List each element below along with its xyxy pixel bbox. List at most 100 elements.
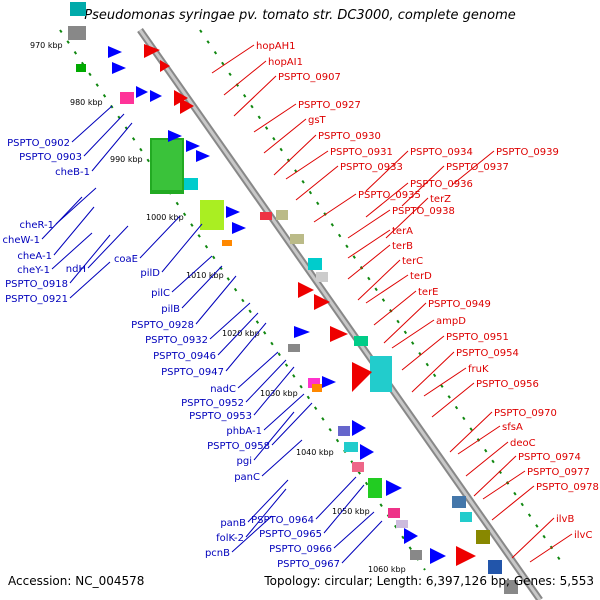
gene-label[interactable]: PSPTO_0947 <box>161 367 224 378</box>
gene-label[interactable]: terA <box>392 226 413 237</box>
gene-label[interactable]: cheR-1 <box>19 220 54 231</box>
leader-line <box>223 60 267 96</box>
gene-block <box>354 336 368 346</box>
gene-label[interactable]: coaE <box>114 254 138 265</box>
gene-label[interactable]: PSPTO_0970 <box>494 408 557 419</box>
gene-label[interactable]: PSPTO_0928 <box>131 320 194 331</box>
gene-label[interactable]: PSPTO_0921 <box>5 294 68 305</box>
gene-label[interactable]: terZ <box>430 194 451 205</box>
gene-label[interactable]: PSPTO_0936 <box>410 179 473 190</box>
gene-arrow <box>352 420 366 436</box>
gene-label[interactable]: terD <box>410 271 432 282</box>
gene-label[interactable]: sfsA <box>502 422 523 433</box>
leader-line <box>161 223 203 273</box>
gene-block <box>288 344 300 352</box>
gene-label[interactable]: PSPTO_0964 <box>251 515 314 526</box>
gene-label[interactable]: PSPTO_0967 <box>277 559 340 570</box>
gene-label[interactable]: fruK <box>468 364 489 375</box>
gene-label[interactable]: PSPTO_0927 <box>298 100 361 111</box>
gene-label[interactable]: deoC <box>510 438 536 449</box>
leader-line <box>465 441 509 477</box>
gene-label[interactable]: PSPTO_0965 <box>259 529 322 540</box>
gene-label[interactable]: ampD <box>436 316 466 327</box>
gene-label[interactable]: PSPTO_0918 <box>5 279 68 290</box>
gene-label[interactable]: ndH <box>66 264 86 275</box>
gene-label[interactable]: gsT <box>308 115 327 126</box>
gene-label[interactable]: PSPTO_0954 <box>456 348 519 359</box>
leader-line <box>261 439 303 477</box>
gene-label[interactable]: PSPTO_0930 <box>318 131 381 142</box>
gene-label[interactable]: PSPTO_0903 <box>19 152 82 163</box>
gene-arrow <box>136 86 148 98</box>
gene-block <box>260 212 272 220</box>
gene-arrow <box>330 326 348 342</box>
leader-line <box>347 244 391 280</box>
gene-label[interactable]: pcnB <box>205 548 230 559</box>
gene-label[interactable]: PSPTO_0902 <box>7 138 70 149</box>
leader-line <box>245 488 287 538</box>
leader-line <box>383 302 427 344</box>
gene-label[interactable]: PSPTO_0951 <box>446 332 509 343</box>
leader-line <box>411 351 455 393</box>
gene-label[interactable]: PSPTO_0949 <box>428 299 491 310</box>
gene-label[interactable]: hopAH1 <box>256 41 296 52</box>
leader-line <box>473 455 517 497</box>
gene-label[interactable]: ilvB <box>556 514 574 525</box>
gene-label[interactable]: folK-2 <box>216 533 244 544</box>
gene-label[interactable]: PSPTO_0953 <box>189 411 252 422</box>
gene-block <box>338 426 350 436</box>
gene-label[interactable]: pilB <box>161 304 180 315</box>
gene-arrow <box>226 206 240 218</box>
leader-line <box>457 425 501 455</box>
gene-label[interactable]: PSPTO_0952 <box>181 398 244 409</box>
gene-label[interactable]: PSPTO_0931 <box>330 147 393 158</box>
gene-block <box>222 240 232 246</box>
gene-label[interactable]: nadC <box>210 384 236 395</box>
leader-line <box>253 411 295 461</box>
gene-label[interactable]: pilC <box>151 288 170 299</box>
gene-label[interactable]: panB <box>220 518 246 529</box>
gene-block <box>70 2 86 16</box>
leader-line <box>253 103 297 133</box>
gene-label[interactable]: terC <box>402 256 423 267</box>
gene-label[interactable]: PSPTO_0932 <box>145 335 208 346</box>
gene-label[interactable]: PSPTO_0938 <box>392 206 455 217</box>
gene-block <box>368 478 382 498</box>
gene-arrow <box>352 362 372 392</box>
gene-label[interactable]: PSPTO_0933 <box>340 162 403 173</box>
gene-label[interactable]: panC <box>234 472 260 483</box>
gene-label[interactable]: PSPTO_0956 <box>476 379 539 390</box>
leader-line <box>511 517 555 559</box>
gene-label[interactable]: PSPTO_0958 <box>207 441 270 452</box>
gene-label[interactable]: PSPTO_0977 <box>527 467 590 478</box>
gene-label[interactable]: cheB-1 <box>55 167 90 178</box>
leader-line <box>401 335 445 371</box>
gene-label[interactable]: pgi <box>237 456 252 467</box>
gene-label[interactable]: terB <box>392 241 413 252</box>
leader-line <box>83 113 125 157</box>
leader-line <box>357 259 401 301</box>
gene-label[interactable]: cheA-1 <box>17 251 52 262</box>
gene-label[interactable]: PSPTO_0946 <box>153 351 216 362</box>
left-track-dotted <box>59 29 426 571</box>
gene-block <box>316 272 328 282</box>
gene-label[interactable]: cheY-1 <box>17 265 50 276</box>
gene-label[interactable]: PSPTO_0907 <box>278 72 341 83</box>
gene-label[interactable]: PSPTO_0934 <box>410 147 473 158</box>
gene-label[interactable]: PSPTO_0937 <box>446 162 509 173</box>
gene-label[interactable]: PSPTO_0978 <box>536 482 599 493</box>
gene-label[interactable]: PSPTO_0939 <box>496 147 559 158</box>
gene-arrow <box>314 294 330 310</box>
leader-line <box>347 209 391 239</box>
gene-label[interactable]: hopAI1 <box>268 57 303 68</box>
gene-label[interactable]: pilD <box>140 268 160 279</box>
gene-label[interactable]: PSPTO_0966 <box>269 544 332 555</box>
gene-label[interactable]: phbA-1 <box>226 426 262 437</box>
gene-label[interactable]: terE <box>418 287 439 298</box>
gene-label[interactable]: ilvC <box>574 530 592 541</box>
gene-label[interactable]: PSPTO_0974 <box>518 452 581 463</box>
gene-arrow <box>112 62 126 74</box>
gene-label[interactable]: PSPTO_0935 <box>358 190 421 201</box>
label-leader-lines <box>41 44 573 564</box>
gene-label[interactable]: cheW-1 <box>3 235 40 246</box>
